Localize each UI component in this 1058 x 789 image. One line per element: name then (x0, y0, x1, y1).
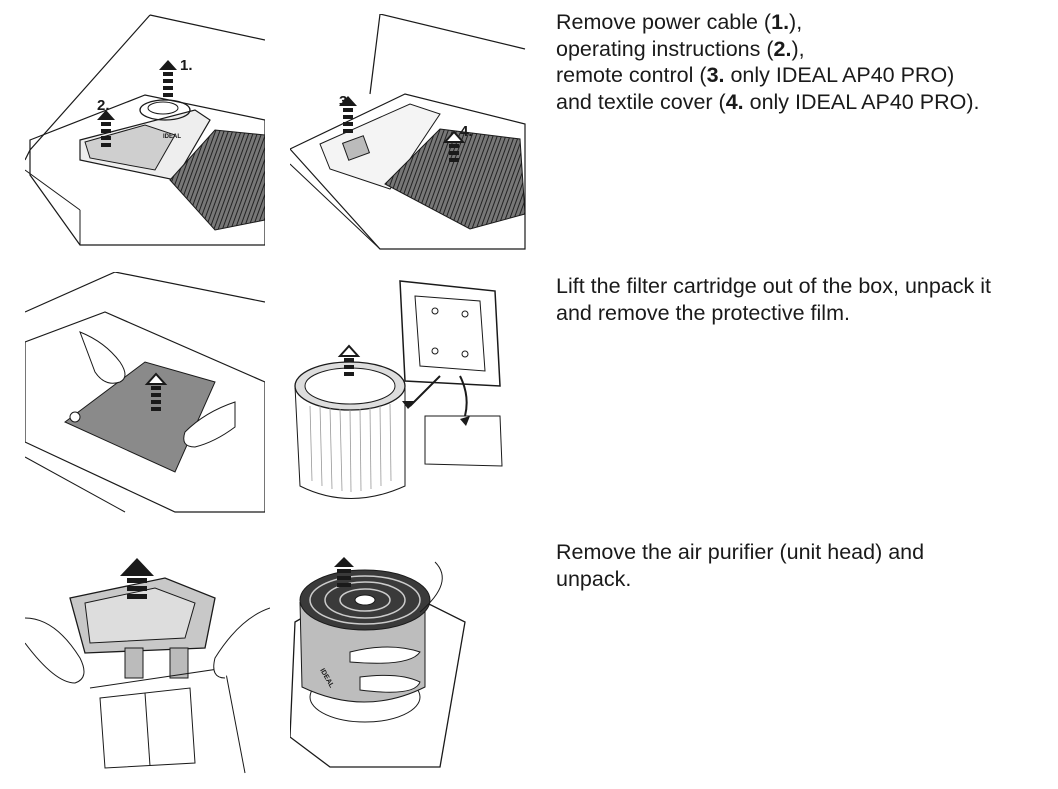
step-label-1: 1. (180, 57, 193, 74)
text-line: and remove the protective film. (556, 300, 850, 325)
text-line: Remove the air purifier (unit head) and (556, 540, 925, 564)
text-line: and textile cover (4. only IDEAL AP40 PR… (556, 89, 980, 114)
illustration-remove-accessories: 1. 2. IDEAL (25, 10, 265, 250)
step-3: IDEAL Remove the air purifier (unit head… (0, 528, 1058, 789)
arrow-up-icon (337, 344, 361, 376)
step-label-3: 3. (339, 93, 352, 110)
step-2: Lift the filter cartridge out of the box… (0, 262, 1058, 524)
step-1: 1. 2. IDEAL 3. 4. Remove power c (0, 0, 1058, 258)
illustration-unpack-unit-head: IDEAL (290, 542, 520, 777)
arrow-up-icon (442, 130, 466, 162)
step-1-instructions: Remove power cable (1.), operating instr… (556, 9, 1051, 115)
illustration-lift-unit-head (25, 538, 270, 778)
text-line: unpack. (556, 566, 632, 591)
text-line: operating instructions (2.), (556, 36, 805, 61)
step-label-4: 4. (460, 123, 473, 140)
text-line: remote control (3. only IDEAL AP40 PRO) (556, 63, 955, 87)
illustration-remove-remote-cover: 3. 4. (290, 14, 530, 250)
step-3-instructions: Remove the air purifier (unit head) and … (556, 539, 1051, 592)
text-line: Lift the filter cartridge out of the box… (556, 274, 992, 298)
arrow-up-icon (144, 372, 168, 411)
arrow-up-icon (334, 557, 354, 587)
illustration-unpack-filter (290, 276, 520, 511)
arrow-up-icon (120, 558, 154, 599)
arrow-up-icon (159, 60, 177, 97)
step-2-instructions: Lift the filter cartridge out of the box… (556, 273, 1051, 326)
illustration-lift-filter (25, 272, 265, 517)
text-line: Remove power cable (1.), (556, 10, 803, 34)
arrow-up-icon (97, 110, 115, 147)
step-label-2: 2. (97, 97, 110, 114)
brand-tag: IDEAL (163, 134, 181, 140)
arrow-up-icon (339, 96, 357, 133)
